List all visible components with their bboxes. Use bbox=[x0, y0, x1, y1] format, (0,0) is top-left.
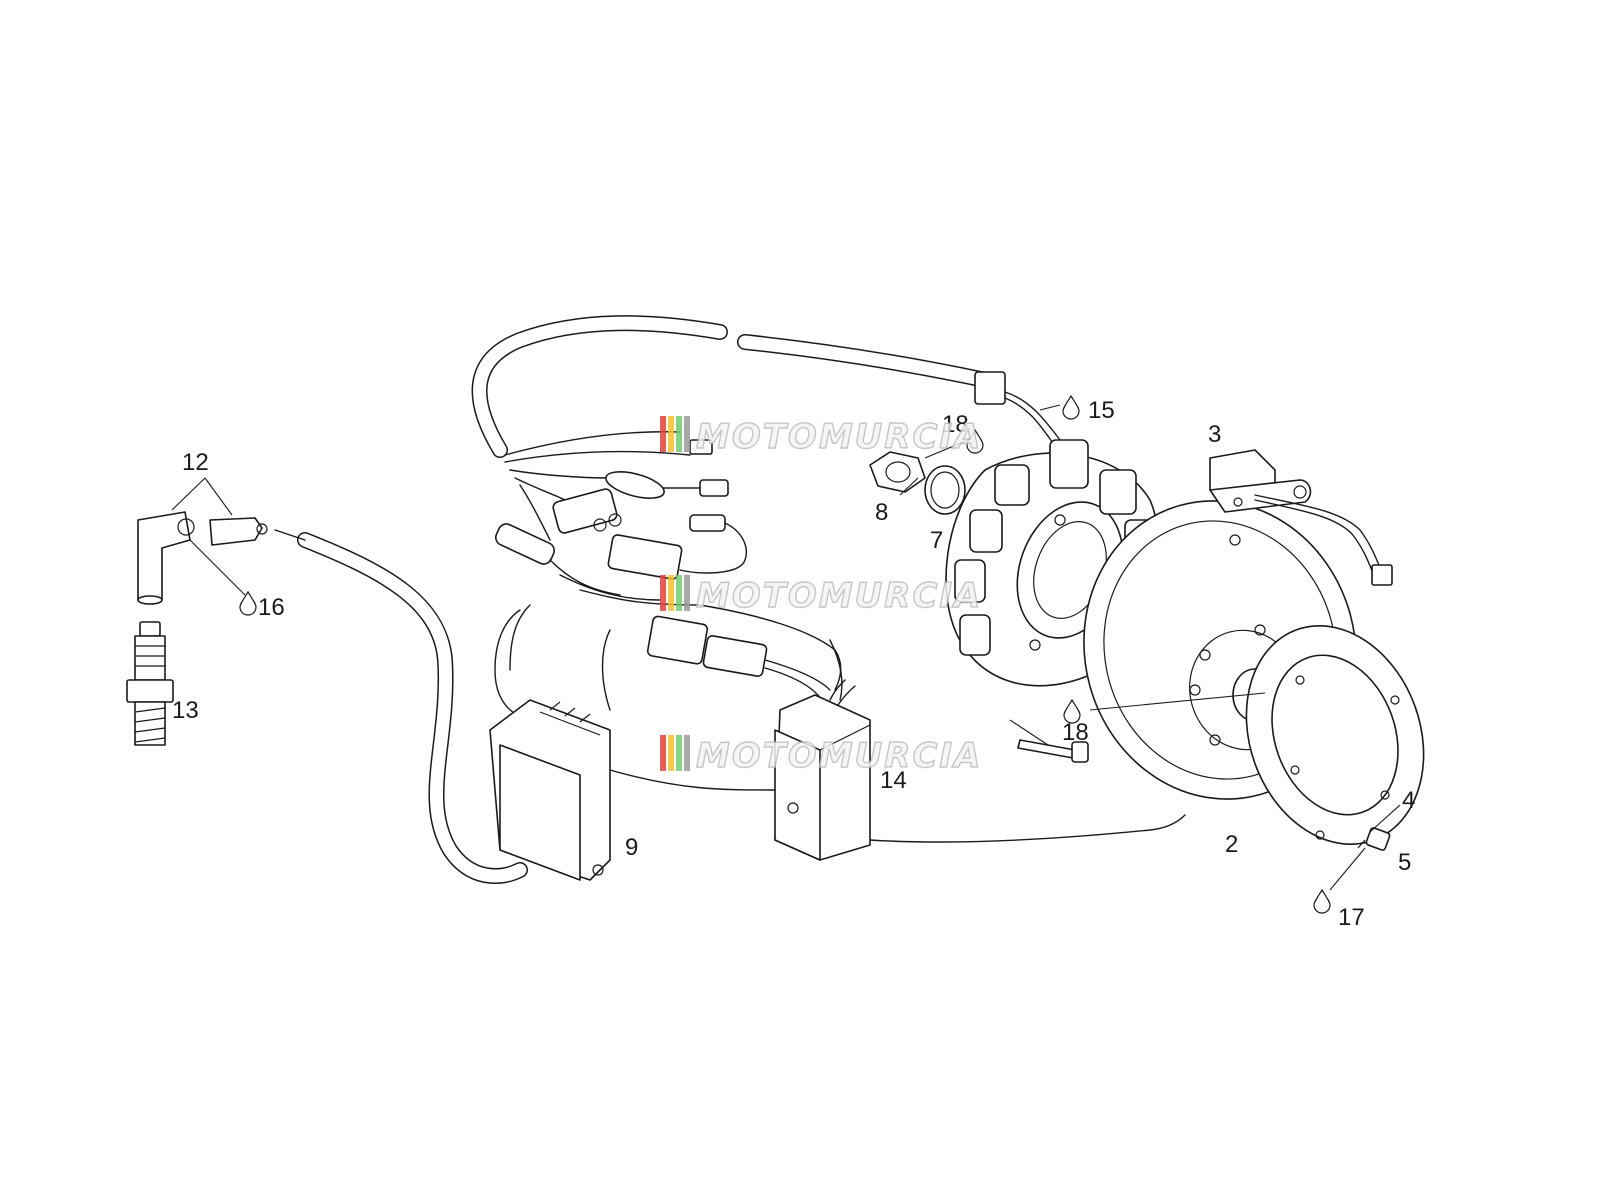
callout-16: 16 bbox=[258, 594, 285, 621]
drop-icon bbox=[1063, 698, 1081, 724]
callout-labels: 12 16 13 18 8 7 15 3 18 14 9 2 4 5 17 bbox=[172, 397, 1415, 931]
drop-icon bbox=[1062, 394, 1080, 420]
watermark-logo: MOTOMURCIA bbox=[660, 416, 982, 458]
leader-lines bbox=[171, 404, 1401, 891]
callout-14: 14 bbox=[880, 767, 907, 794]
regulator-connector bbox=[607, 534, 683, 580]
lock-washer bbox=[924, 465, 966, 515]
callout-2: 2 bbox=[1225, 831, 1238, 858]
callout-5: 5 bbox=[1398, 849, 1411, 876]
inline-connector bbox=[646, 615, 709, 665]
spark-plug-cap bbox=[137, 511, 268, 605]
inline-connector bbox=[702, 635, 768, 677]
drop-icon bbox=[1313, 888, 1331, 914]
spark-plug bbox=[126, 621, 174, 746]
drop-icon bbox=[239, 590, 257, 616]
bullet-connector bbox=[605, 471, 665, 499]
ignition-coil bbox=[489, 699, 611, 881]
cdi-unit bbox=[774, 679, 871, 861]
watermark: MOTOMURCIA MOTOMURCIA MOTOMURCIA bbox=[660, 416, 982, 777]
watermark-logo: MOTOMURCIA bbox=[660, 575, 982, 617]
watermark-text: MOTOMURCIA bbox=[696, 417, 982, 457]
stator-bolt bbox=[1017, 739, 1089, 763]
hv-cable bbox=[274, 529, 528, 884]
callout-12: 12 bbox=[182, 449, 209, 476]
callout-4: 4 bbox=[1402, 787, 1415, 814]
flywheel-ring bbox=[1245, 625, 1425, 845]
pickup-sensor bbox=[1209, 449, 1393, 586]
drop-icon bbox=[966, 428, 984, 454]
harness-wires bbox=[494, 431, 843, 721]
small-connector bbox=[689, 514, 726, 532]
callout-15: 15 bbox=[1088, 397, 1115, 424]
callout-18-lower: 18 bbox=[1062, 719, 1089, 746]
multi-connector bbox=[552, 488, 618, 534]
flywheel-nut bbox=[869, 451, 926, 493]
callout-8: 8 bbox=[875, 499, 888, 526]
callout-9: 9 bbox=[625, 834, 638, 861]
watermark-text: MOTOMURCIA bbox=[696, 576, 982, 616]
watermark-logo: MOTOMURCIA bbox=[660, 735, 982, 777]
grease-drop-icons bbox=[239, 394, 1331, 914]
small-connector bbox=[699, 479, 729, 497]
stator-connector bbox=[974, 371, 1006, 405]
callout-7: 7 bbox=[930, 527, 943, 554]
pickup-cable bbox=[609, 769, 1186, 843]
callout-3: 3 bbox=[1208, 421, 1221, 448]
callout-13: 13 bbox=[172, 697, 199, 724]
terminal-connector bbox=[494, 523, 556, 565]
callout-17: 17 bbox=[1338, 904, 1365, 931]
watermark-text: MOTOMURCIA bbox=[696, 736, 982, 776]
ring-screw bbox=[1357, 827, 1391, 851]
wiring-harness-hose bbox=[471, 315, 1061, 458]
callout-18-upper: 18 bbox=[942, 411, 969, 438]
